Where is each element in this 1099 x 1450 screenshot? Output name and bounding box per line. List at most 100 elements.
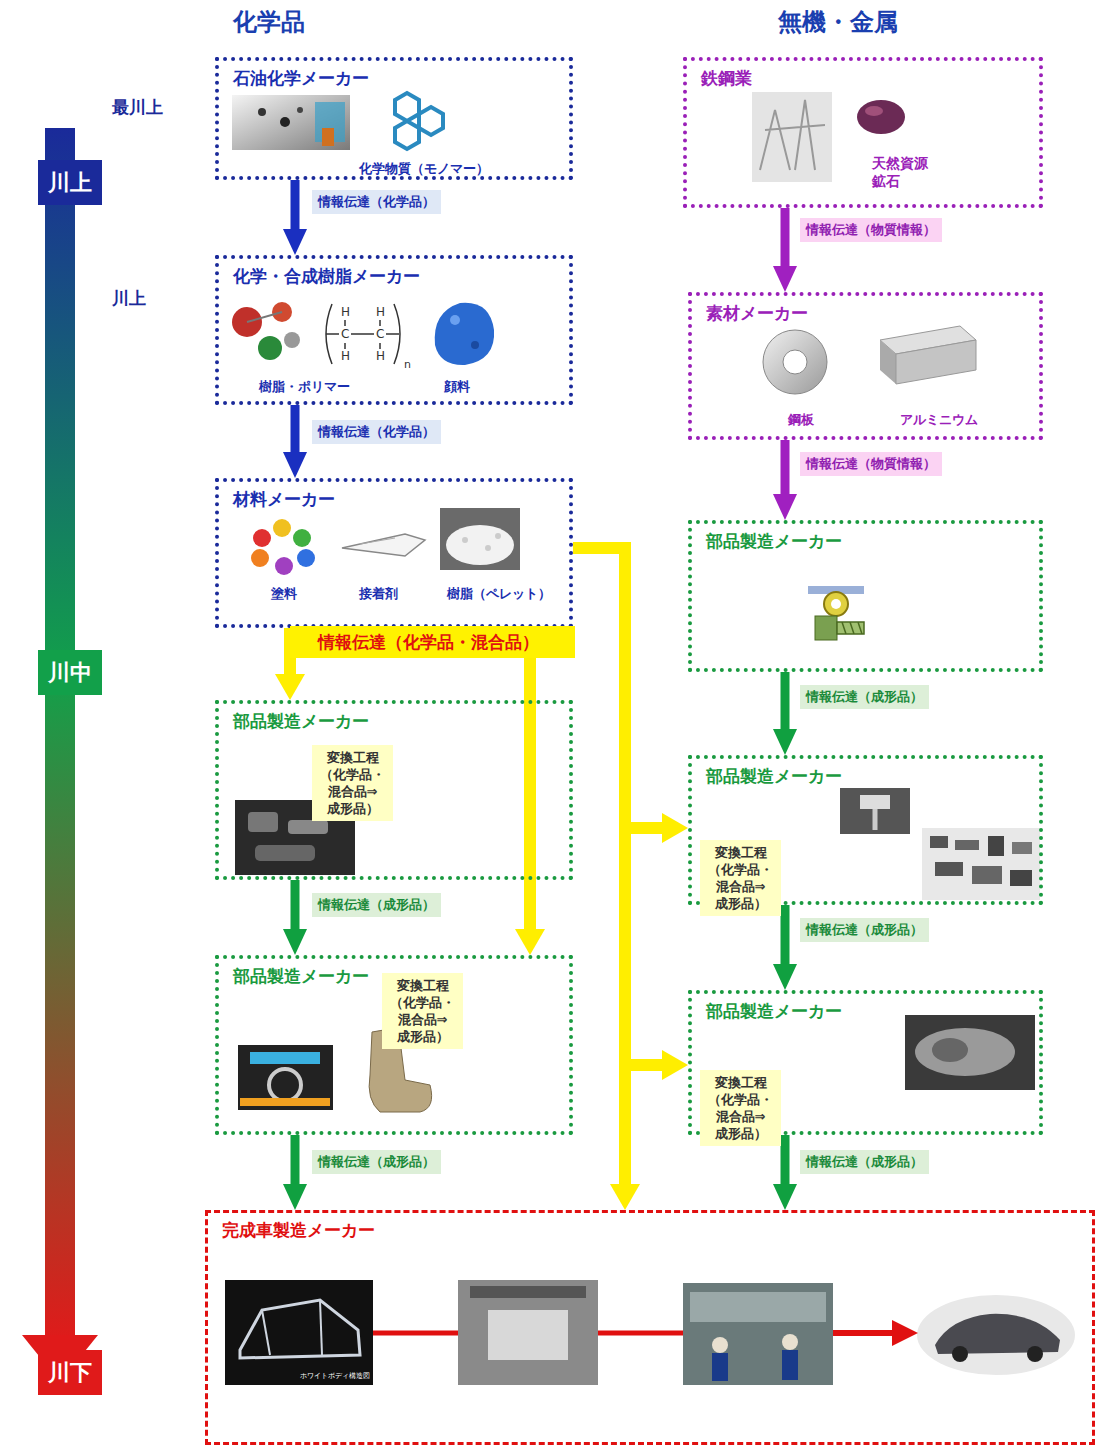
ore-picture <box>857 100 905 134</box>
company-name: 部品製造メーカー <box>706 765 842 787</box>
company-box: 部品製造メーカー変換工程 （化学品・混合品⇒成形品） <box>215 955 573 1135</box>
material-name: 接着剤 <box>359 586 398 602</box>
pigment-picture <box>435 303 494 365</box>
process-arrows <box>373 1320 918 1346</box>
connector-arrow <box>781 1135 790 1196</box>
adhesive-tube <box>342 534 425 556</box>
edge-label: 情報伝達（化学品・混合品） <box>290 626 575 658</box>
aluminium-bars <box>880 326 976 384</box>
transmission-picture <box>905 1015 1035 1090</box>
edge-label: 情報伝達（物質情報） <box>800 218 942 242</box>
company-box: 部品製造メーカー変換工程 （化学品・混合品⇒成形品） <box>215 700 573 880</box>
material-name: 樹脂（ペレット） <box>447 586 551 602</box>
company-box: 化学・合成樹脂メーカー樹脂・ポリマー 顔料 <box>215 255 573 405</box>
process-box: 変換工程 （化学品・混合品⇒成形品） <box>312 745 393 821</box>
process-box: 変換工程 （化学品・混合品⇒成形品） <box>700 840 781 916</box>
stage-name: 川中 <box>48 660 92 686</box>
material-name: 樹脂・ポリマー <box>259 379 350 395</box>
process-box: 変換工程 （化学品・混合品⇒成形品） <box>700 1070 781 1146</box>
material-name: 化学物質（モノマー） <box>359 161 489 177</box>
connector-arrow <box>291 880 300 941</box>
company-name: 化学・合成樹脂メーカー <box>233 265 420 287</box>
company-box: 材料メーカー塗料 接着剤 樹脂（ペレット） <box>215 478 573 628</box>
edge-label: 情報伝達（成形品） <box>800 1150 929 1174</box>
atom-symbol: H <box>341 349 350 363</box>
axis-arrow <box>22 128 98 1382</box>
paint-cans <box>251 519 315 575</box>
connector-arrow <box>573 548 625 1196</box>
stage-marker: 川上 <box>38 160 102 205</box>
company-box: 部品製造メーカー <box>688 520 1043 672</box>
company-box: 部品製造メーカー変換工程 （化学品・混合品⇒成形品） <box>688 755 1043 905</box>
bolt-icon <box>808 586 864 640</box>
process-text: 変換工程 （化学品・混合品⇒成形品） <box>708 844 773 912</box>
company-box: 完成車製造メーカー <box>205 1210 1095 1445</box>
edge-label: 情報伝達（成形品） <box>800 918 929 942</box>
assembly-line-photo <box>683 1283 833 1385</box>
edge-label: 情報伝達（成形品） <box>312 1150 441 1174</box>
steel-mill-sketch <box>752 92 832 182</box>
material-name: 鋼板 <box>788 412 814 428</box>
pellets-picture <box>440 508 520 570</box>
finished-car-picture <box>917 1295 1075 1375</box>
company-name: 部品製造メーカー <box>233 965 369 987</box>
material-name: 顔料 <box>444 379 470 395</box>
polymer-formula-bonds <box>326 304 400 364</box>
paint-booth-photo <box>458 1280 598 1385</box>
edge-label: 情報伝達（物質情報） <box>800 452 942 476</box>
monomer-picture <box>232 95 350 150</box>
company-name: 石油化学メーカー <box>233 67 369 89</box>
dashboard-picture <box>238 1045 333 1110</box>
connector-arrow <box>291 1135 300 1196</box>
edge-label: 情報伝達（化学品） <box>312 420 441 444</box>
molecule-icon <box>395 93 443 149</box>
edge-label: 情報伝達（成形品） <box>312 893 441 917</box>
atom-symbol: H <box>341 305 350 319</box>
atom-symbol: C <box>376 327 384 341</box>
connector-arrow <box>781 208 790 278</box>
connector-arrow <box>291 405 300 464</box>
stage-label: 川上 <box>112 288 146 308</box>
edge-label: 情報伝達（化学品） <box>312 190 441 214</box>
connector-arrow <box>524 628 536 941</box>
process-text: 変換工程 （化学品・混合品⇒成形品） <box>390 977 455 1045</box>
engine-parts-photo <box>922 828 1040 900</box>
company-name: 完成車製造メーカー <box>222 1219 375 1241</box>
atom-symbol: H <box>376 305 385 319</box>
polymer-balls <box>232 302 300 360</box>
piston-picture <box>840 788 910 834</box>
company-name: 素材メーカー <box>706 302 808 324</box>
process-text: 変換工程 （化学品・混合品⇒成形品） <box>320 749 385 817</box>
process-text: 変換工程 （化学品・混合品⇒成形品） <box>708 1074 773 1142</box>
stage-name: 川下 <box>48 1360 92 1386</box>
company-box: 鉄鋼業天然資源 鉱石 <box>683 57 1043 208</box>
company-name: 材料メーカー <box>233 488 335 510</box>
white-body-photo <box>225 1280 373 1385</box>
company-name: 部品製造メーカー <box>706 530 842 552</box>
column-heading: 無機・金属 <box>778 8 898 37</box>
stage-marker: 川下 <box>38 1350 102 1395</box>
company-box: 素材メーカー鋼板 アルミニウム <box>688 292 1043 440</box>
material-name: アルミニウム <box>900 412 978 428</box>
stage-name: 川上 <box>48 170 92 196</box>
atom-symbol: H <box>376 349 385 363</box>
connector-arrow <box>781 672 790 741</box>
steel-coil <box>763 330 827 394</box>
repeat-index: n <box>404 358 411 371</box>
company-name: 部品製造メーカー <box>233 710 369 732</box>
company-name: 部品製造メーカー <box>706 1000 842 1022</box>
connector-arrow <box>291 180 300 241</box>
connector-arrow <box>781 905 790 976</box>
stage-marker: 川中 <box>38 650 102 695</box>
atom-symbol: C <box>341 327 349 341</box>
material-name: 天然資源 鉱石 <box>872 154 928 190</box>
company-box: 石油化学メーカー化学物質（モノマー） <box>215 57 573 180</box>
process-box: 変換工程 （化学品・混合品⇒成形品） <box>382 973 463 1049</box>
edge-label: 情報伝達（成形品） <box>800 685 929 709</box>
connector-arrow <box>781 440 790 506</box>
company-name: 鉄鋼業 <box>701 67 752 89</box>
photo-caption: ホワイトボディ構造図 <box>300 1372 370 1380</box>
material-name: 塗料 <box>271 586 297 602</box>
company-box: 部品製造メーカー変換工程 （化学品・混合品⇒成形品） <box>688 990 1043 1135</box>
column-heading: 化学品 <box>233 8 305 37</box>
